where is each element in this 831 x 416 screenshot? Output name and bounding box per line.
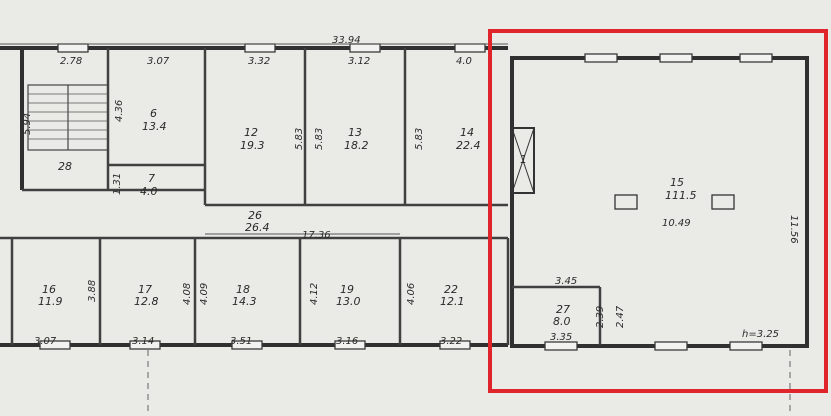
room-27-number: 27 <box>556 303 570 316</box>
vertical-dim-12: 2.47 <box>615 305 626 328</box>
stair-mark-label: 5.94 <box>22 113 33 135</box>
dimension-lines <box>0 43 791 416</box>
top-dim-3: 3.32 <box>248 56 270 67</box>
vertical-dim-1: 4.36 <box>114 100 125 122</box>
room-18-number: 18 <box>236 283 250 296</box>
overall-width-label: 33.94 <box>332 35 361 46</box>
room-7-number: 7 <box>148 172 155 185</box>
top-dim-5: 4.0 <box>456 56 472 67</box>
bottom-dim-4: 3.16 <box>336 336 358 347</box>
hall-fixture-left <box>614 194 638 210</box>
room-17-number: 17 <box>138 283 152 296</box>
room-14-number: 14 <box>460 126 474 139</box>
room-12-area: 19.3 <box>240 139 265 152</box>
room-27-width-label: 3.45 <box>555 276 577 287</box>
vertical-dim-8: 4.09 <box>199 283 210 305</box>
windows-top <box>57 43 773 63</box>
room-26-area: 26.4 <box>245 221 270 234</box>
room-28-number: 28 <box>58 160 72 173</box>
vertical-dim-3: 5.83 <box>314 128 325 150</box>
room-14-area: 22.4 <box>456 139 481 152</box>
bottom-dim-1: 3.07 <box>34 336 57 347</box>
room-15-number: 15 <box>670 176 684 189</box>
top-dim-2: 3.07 <box>147 56 170 67</box>
room-12-number: 12 <box>244 126 258 139</box>
room-16-number: 16 <box>42 283 56 296</box>
room-6-number: 6 <box>150 107 157 120</box>
vertical-dim-2: 5.83 <box>294 128 305 150</box>
room-17-area: 12.8 <box>134 295 159 308</box>
vertical-dim-9: 4.12 <box>309 283 320 305</box>
south-row-walls <box>0 236 602 345</box>
ceiling-height-label: h=3.25 <box>742 329 779 340</box>
room-15-area: 111.5 <box>665 189 697 202</box>
vertical-dim-6: 3.88 <box>87 280 98 302</box>
room-13-number: 13 <box>348 126 362 139</box>
corridor-length-label: 17.36 <box>302 230 331 241</box>
room-13-area: 18.2 <box>344 139 369 152</box>
bottom-dim-5: 3.22 <box>440 336 462 347</box>
room-26-number: 26 <box>248 209 262 222</box>
highlight-box <box>488 29 828 393</box>
room-19-area: 13.0 <box>336 295 361 308</box>
bottom-dim-6: 3.35 <box>550 332 572 343</box>
vertical-dim-11: 2.39 <box>595 306 606 328</box>
top-dim-1: 2.78 <box>60 56 82 67</box>
north-row-walls <box>22 48 508 207</box>
room-6-area: 13.4 <box>142 120 167 133</box>
room-18-area: 14.3 <box>232 295 257 308</box>
door-mark-label: 1 <box>520 153 527 166</box>
bottom-dim-2: 3.14 <box>132 336 154 347</box>
room-16-area: 11.9 <box>38 295 63 308</box>
vertical-dim-5: 1.31 <box>112 173 123 195</box>
room-19-number: 19 <box>340 283 354 296</box>
staircase <box>27 84 109 151</box>
hall-fixture-right <box>711 194 735 210</box>
hall-height-label: 10.49 <box>662 218 691 229</box>
hall-side-label: 11.56 <box>788 215 799 244</box>
windows-bottom <box>39 340 763 351</box>
room-22-area: 12.1 <box>440 295 465 308</box>
door-frame <box>511 127 535 194</box>
room-27-area: 8.0 <box>553 315 571 328</box>
vertical-dim-7: 4.08 <box>182 283 193 305</box>
vertical-dim-10: 4.06 <box>406 283 417 305</box>
room-22-number: 22 <box>444 283 458 296</box>
top-dim-4: 3.12 <box>348 56 370 67</box>
bottom-dim-3: 3.51 <box>230 336 252 347</box>
room-7-area: 4.0 <box>140 185 158 198</box>
vertical-dim-4: 5.83 <box>414 128 425 150</box>
